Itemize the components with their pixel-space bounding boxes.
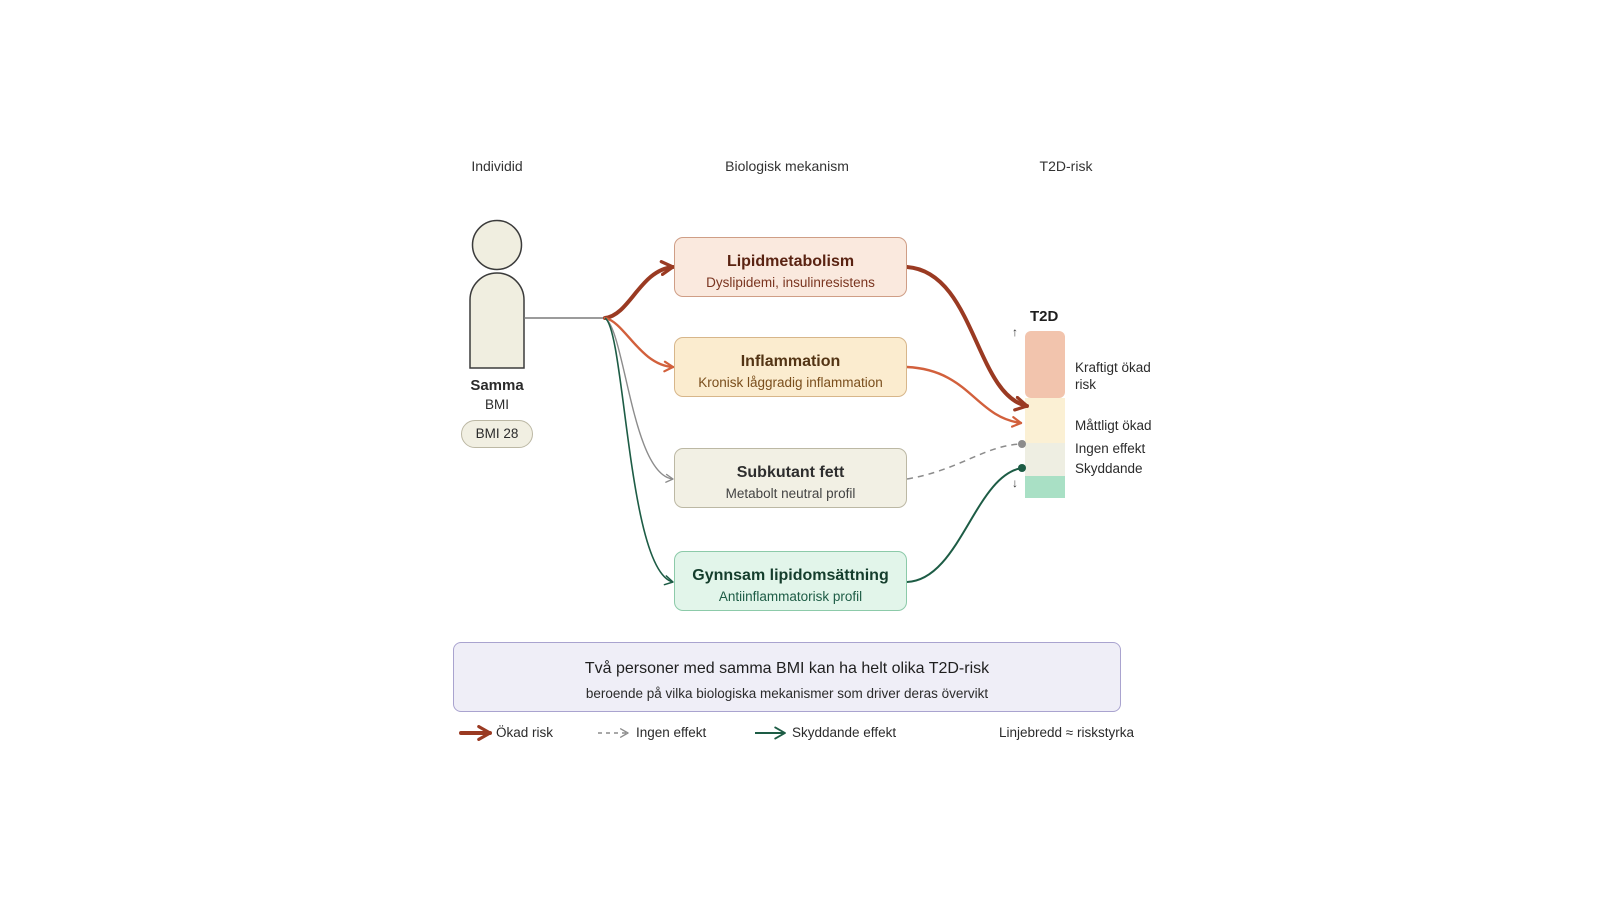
mechanism-title: Inflammation: [740, 353, 841, 370]
column-header-individual: Individid: [471, 158, 523, 174]
scale-title: T2D: [1030, 308, 1059, 325]
column-header-risk: T2D-risk: [1039, 158, 1093, 174]
mechanism-box-inflammation: Inflammation Kronisk låggradig inflammat…: [674, 337, 907, 397]
mechanism-subtitle: Antiinflammatorisk profil: [718, 589, 863, 604]
arrow-lipid-to-strong: [905, 265, 1029, 412]
person-title: Samma: [470, 377, 524, 394]
endpoint-protective-dot: [1018, 464, 1026, 472]
mechanism-title: Subkutant fett: [736, 464, 845, 481]
scale-segment-none: [1025, 443, 1065, 476]
column-header-mechanism: Biologisk mekanism: [725, 158, 849, 174]
mechanism-box-subkutant-fett: Subkutant fett Metabolt neutral profil: [674, 448, 907, 508]
mechanism-box-lipidmetabolism: Lipidmetabolism Dyslipidemi, insulinresi…: [674, 237, 907, 297]
arrow-to-subkutant-fett: [604, 317, 674, 483]
mechanism-subtitle: Metabolt neutral profil: [725, 486, 856, 501]
legend-none-label: Ingen effekt: [636, 725, 707, 740]
summary-heading: Två personer med samma BMI kan ha helt o…: [584, 660, 990, 677]
scale-segment-moderate: [1025, 398, 1065, 443]
arrow-inflammation-to-moderate: [905, 365, 1023, 428]
scale-label-strong: Kraftigt ökad risk: [1075, 360, 1151, 392]
mechanism-box-gynnsam-lipidomsattning: Gynnsam lipidomsättning Antiinflammatori…: [674, 551, 907, 611]
scale-label-moderate: Måttligt ökad: [1075, 418, 1152, 433]
endpoint-none-dot: [1018, 440, 1026, 448]
arrow-to-lipidmetabolism: [603, 260, 675, 320]
legend-protective-label: Skyddande effekt: [792, 725, 897, 740]
mechanism-subtitle: Kronisk låggradig inflammation: [698, 375, 883, 390]
scale-segment-strong: [1025, 331, 1065, 398]
person-icon: [469, 219, 525, 369]
mechanism-subtitle: Dyslipidemi, insulinresistens: [706, 275, 875, 290]
legend-width-note: Linjebredd ≈ riskstyrka: [999, 725, 1134, 740]
legend-increased-label: Ökad risk: [496, 725, 554, 740]
person-subtitle: BMI: [484, 397, 510, 412]
arrow-gynnsam-to-protective: [906, 467, 1023, 583]
arrow-down-icon: ↓: [1012, 476, 1018, 490]
summary-box: Två personer med samma BMI kan ha helt o…: [453, 642, 1121, 712]
scale-label-none: Ingen effekt: [1075, 441, 1146, 456]
arrow-to-inflammation: [603, 316, 675, 373]
arrow-subkutant-to-none: [906, 443, 1023, 480]
arrow-to-gynnsam-lipidomsattning: [604, 317, 674, 586]
scale-label-protective: Skyddande: [1075, 461, 1143, 476]
bmi-badge: BMI 28: [461, 420, 533, 448]
arrow-up-icon: ↑: [1012, 325, 1018, 339]
summary-text: beroende på vilka biologiska mekanismer …: [585, 686, 989, 701]
mechanism-title: Gynnsam lipidomsättning: [692, 567, 889, 584]
scale-segment-protective: [1025, 476, 1065, 498]
mechanism-title: Lipidmetabolism: [726, 253, 855, 270]
